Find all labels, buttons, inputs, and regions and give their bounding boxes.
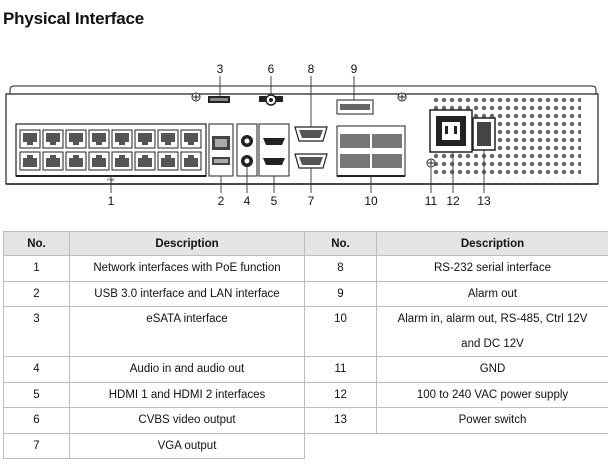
cell-no: 2: [3, 280, 70, 307]
rj45-port: [180, 129, 202, 149]
interface-table: No. Description No. Description 1 Networ…: [3, 231, 608, 459]
table-row: 4 Audio in and audio out 11 GND: [3, 356, 608, 383]
rj45-port: [180, 151, 202, 171]
cell-description: Alarm in, alarm out, RS-485, Ctrl 12V and…: [376, 306, 608, 357]
cell-description: Audio in and audio out: [69, 356, 305, 383]
header-description-left: Description: [69, 231, 305, 256]
cell-description: 100 to 240 VAC power supply: [376, 381, 608, 408]
esata-port: [208, 96, 230, 103]
usb-lan-ports: [208, 123, 234, 177]
cell-description: CVBS video output: [69, 407, 305, 434]
cell-no: 6: [3, 407, 70, 434]
description-line-1: Alarm in, alarm out, RS-485, Ctrl 12V: [397, 313, 588, 325]
callout-1: 1: [108, 194, 115, 208]
cell-description: USB 3.0 interface and LAN interface: [69, 280, 305, 307]
table-row: 1 Network interfaces with PoE function 8…: [3, 255, 608, 282]
screw-icon: [191, 92, 407, 102]
table-row: 2 USB 3.0 interface and LAN interface 9 …: [3, 280, 608, 307]
alarm-terminal-block: [336, 125, 406, 177]
cell-description: Alarm out: [376, 280, 608, 307]
rj45-port: [65, 151, 87, 171]
cell-no: 9: [304, 280, 377, 307]
cell-no: 8: [304, 255, 377, 282]
cell-description: HDMI 1 and HDMI 2 interfaces: [69, 381, 305, 408]
cell-no: 5: [3, 381, 70, 408]
table-row: 6 CVBS video output 13 Power switch: [3, 407, 608, 434]
poe-network-ports: PoE: [15, 123, 207, 182]
cell-description: VGA output: [69, 432, 305, 459]
callout-2: 2: [218, 194, 225, 208]
callout-12: 12: [446, 194, 460, 208]
rj45-port: [88, 151, 110, 171]
rj45-port: [134, 129, 156, 149]
cell-no: 11: [304, 356, 377, 383]
header-no-left: No.: [3, 231, 70, 256]
rj45-port: [157, 129, 179, 149]
rj45-port: [157, 151, 179, 171]
cell-no: 7: [3, 432, 70, 459]
rj45-port: [111, 151, 133, 171]
callout-5: 5: [271, 194, 278, 208]
ground-screw: [426, 158, 436, 168]
cell-no: 13: [304, 407, 377, 434]
header-description-right: Description: [376, 231, 608, 256]
vga-port: [294, 153, 328, 169]
cell-no: 1: [3, 255, 70, 282]
cell-no: 4: [3, 356, 70, 383]
rj45-port: [19, 129, 41, 149]
page-title: Physical Interface: [3, 9, 144, 28]
cell-description: GND: [376, 356, 608, 383]
callout-lines: [110, 76, 485, 193]
cell-description: RS-232 serial interface: [376, 255, 608, 282]
cell-no: 3: [3, 306, 70, 357]
callout-11: 11: [425, 194, 438, 208]
rj45-port: [42, 151, 64, 171]
callout-4: 4: [244, 194, 251, 208]
rj45-port: [111, 129, 133, 149]
cell-description: Power switch: [376, 407, 608, 434]
alarm-out-terminal: [336, 99, 374, 115]
cell-no: 12: [304, 381, 377, 408]
cell-empty: [304, 433, 377, 459]
rs232-port: [294, 126, 328, 142]
cell-no: 10: [304, 306, 377, 357]
callout-6: 6: [268, 62, 275, 76]
callout-9: 9: [351, 62, 358, 76]
rj45-port: [42, 129, 64, 149]
callout-3: 3: [217, 62, 224, 76]
callout-7: 7: [308, 194, 315, 208]
table-row: 5 HDMI 1 and HDMI 2 interfaces 12 100 to…: [3, 381, 608, 408]
callout-10: 10: [364, 194, 378, 208]
cell-description: eSATA interface: [69, 306, 305, 357]
power-socket: [429, 109, 473, 153]
table-row: 3 eSATA interface 10 Alarm in, alarm out…: [3, 306, 608, 357]
hdmi-ports: [258, 123, 290, 177]
table-header-row: No. Description No. Description: [3, 231, 608, 256]
power-switch: [472, 117, 496, 151]
audio-ports: [236, 123, 258, 177]
callout-8: 8: [308, 62, 315, 76]
rear-panel-diagram: PoE: [0, 56, 608, 216]
rj45-port: [19, 151, 41, 171]
rj45-port: [65, 129, 87, 149]
cell-description: Network interfaces with PoE function: [69, 255, 305, 282]
rj45-port: [88, 129, 110, 149]
rj45-port: [134, 151, 156, 171]
header-no-right: No.: [304, 231, 377, 256]
cell-empty: [376, 433, 608, 459]
callout-13: 13: [477, 194, 491, 208]
description-line-2: and DC 12V: [461, 337, 524, 350]
table-row: 7 VGA output: [3, 432, 608, 459]
